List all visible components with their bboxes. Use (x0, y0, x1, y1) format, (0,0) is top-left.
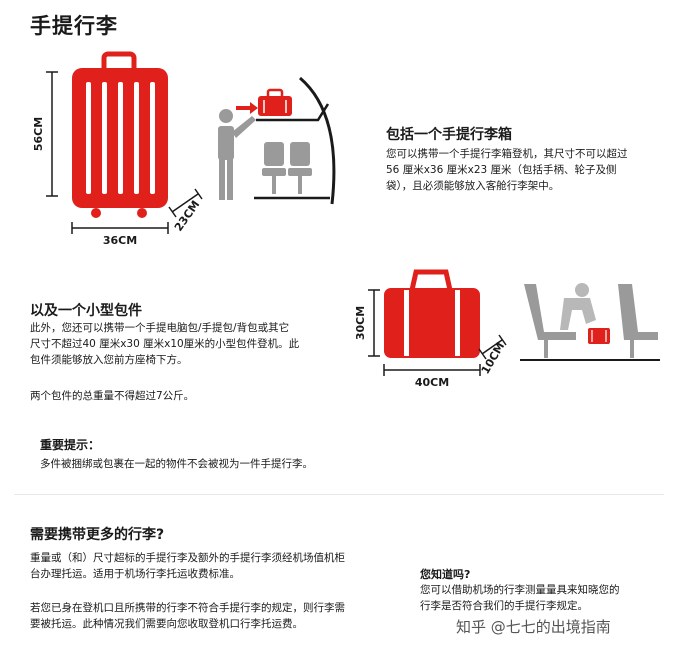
more-text-line: 若您已身在登机口且所携带的行李不符合手提行李的规定，则行李需 (30, 602, 345, 614)
bag-depth-label: 10CM (479, 340, 507, 376)
bag-text-line: 此外，您还可以携带一个手提电脑包/手提包/背包或其它 (30, 322, 290, 334)
suitcase-depth-label: 23CM (172, 198, 202, 234)
watermark: 知乎 @七七的出境指南 (456, 618, 611, 636)
important-text: 多件被捆绑或包裹在一起的物件不会被视为一件手提行李。 (40, 458, 313, 470)
bag-description: 此外，您还可以携带一个手提电脑包/手提包/背包或其它 尺寸不超过40 厘米x30… (30, 320, 330, 368)
more-paragraph-1: 重量或（和）尺寸超标的手提行李及额外的手提行李须经机场值机柜 台办理托运。适用于… (30, 550, 390, 582)
suitcase-text-line: 您可以携带一个手提行李箱登机，其尺寸不可以超过 (386, 148, 628, 160)
important-heading: 重要提示： (40, 438, 101, 452)
did-you-know-text: 您可以借助机场的行李测量量具来知晓您的 行李是否符合我们的手提行李规定。 (420, 582, 670, 614)
small-bag-illustration: 30CM 40CM 10CM (354, 269, 507, 389)
more-text-line: 要被托运。此种情况我们需要向您收取登机口行李托运费。 (30, 618, 303, 630)
overhead-bin-illustration (218, 76, 336, 205)
did-you-know-line: 行李是否符合我们的手提行李规定。 (420, 600, 588, 612)
more-paragraph-2: 若您已身在登机口且所携带的行李不符合手提行李的规定，则行李需 要被托运。此种情况… (30, 600, 390, 632)
suitcase-height-label: 56CM (32, 117, 45, 151)
suitcase-heading: 包括一个手提行李箱 (386, 127, 512, 143)
did-you-know-heading: 您知道吗? (420, 568, 471, 581)
more-heading: 需要携带更多的行李? (30, 527, 165, 543)
suitcase-description: 您可以携带一个手提行李箱登机，其尺寸不可以超过 56 厘米x36 厘米x23 厘… (386, 146, 666, 194)
did-you-know-line: 您可以借助机场的行李测量量具来知晓您的 (420, 584, 620, 596)
section-divider (14, 494, 664, 495)
more-text-line: 台办理托运。适用于机场行李托运收费标准。 (30, 568, 240, 580)
weight-note: 两个包件的总重量不得超过7公斤。 (30, 390, 195, 402)
bag-text-line: 尺寸不超过40 厘米x30 厘米x10厘米的小型包件登机。此 (30, 338, 300, 350)
bag-heading: 以及一个小型包件 (30, 303, 142, 319)
bag-width-label: 40CM (415, 376, 449, 389)
more-text-line: 重量或（和）尺寸超标的手提行李及额外的手提行李须经机场值机柜 (30, 552, 345, 564)
suitcase-text-line: 袋），且必须能够放入客舱行李架中。 (386, 180, 560, 192)
page-title: 手提行李 (30, 14, 118, 38)
suitcase-text-line: 56 厘米x36 厘米x23 厘米（包括手柄、轮子及侧 (386, 164, 617, 176)
suitcase-illustration: 56CM 36CM 23CM (32, 51, 203, 247)
bag-height-label: 30CM (354, 306, 367, 340)
bag-text-line: 包件须能够放入您前方座椅下方。 (30, 354, 188, 366)
suitcase-width-label: 36CM (103, 234, 137, 247)
under-seat-illustration (520, 283, 660, 361)
